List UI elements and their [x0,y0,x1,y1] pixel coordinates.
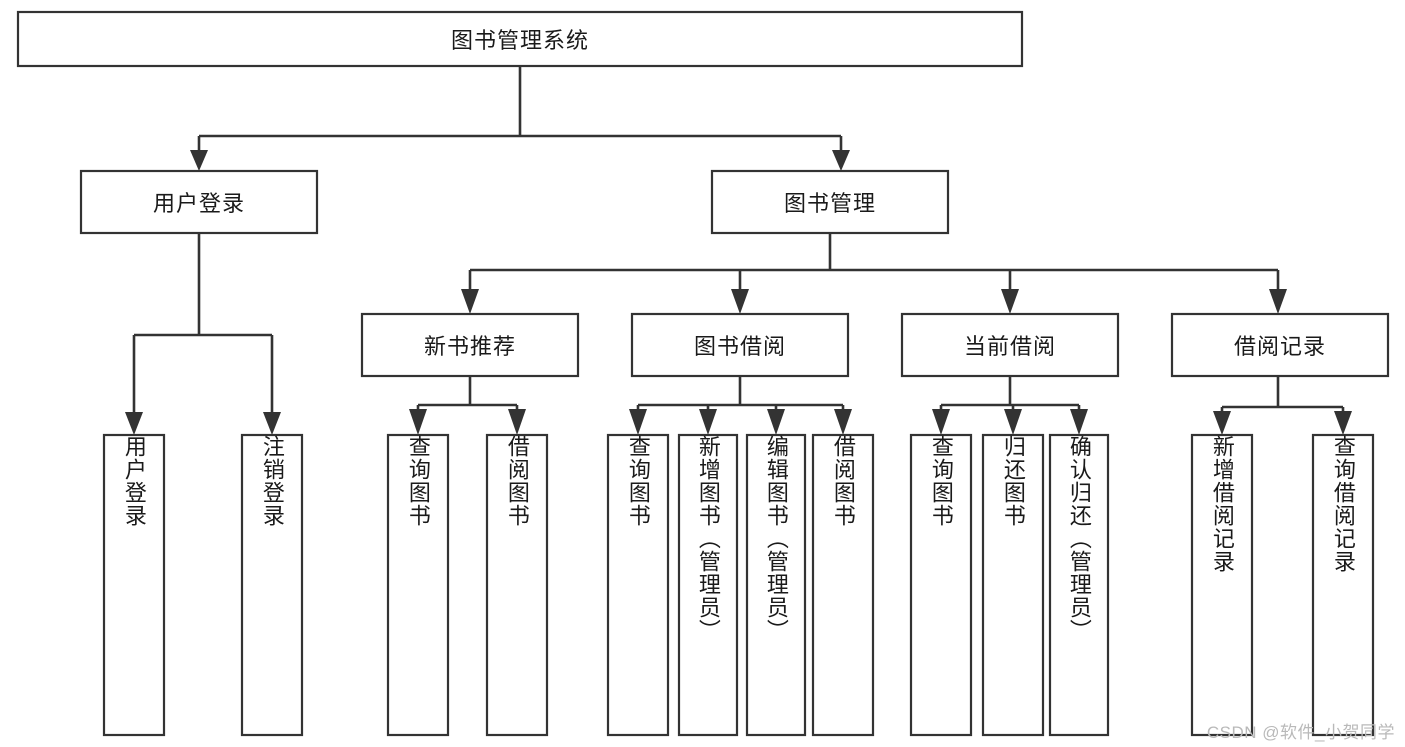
node-box-leaf-8[interactable] [909,433,973,737]
node-box-book-manage[interactable] [710,169,950,235]
node-box-leaf-12[interactable] [1311,433,1375,737]
node-box-leaf-2[interactable] [386,433,450,737]
node-box-leaf-6[interactable] [745,433,807,737]
arrow-head-user-login [190,150,208,171]
arrow-head-new-book-rec [461,289,479,314]
node-box-leaf-4[interactable] [606,433,670,737]
node-box-leaf-1[interactable] [240,433,304,737]
arrow-head-borrow-record [1269,289,1287,314]
arrow-head-borrow-query [629,409,647,435]
arrow-head-current-borrow [1001,289,1019,314]
arrow-head-current-query [932,409,950,435]
arrow-head-rec-borrow [508,409,526,435]
node-box-layer [16,10,1390,737]
connector-layer [125,66,1352,435]
arrow-head-borrow-edit [767,409,785,435]
node-box-leaf-5[interactable] [677,433,739,737]
node-box-leaf-10[interactable] [1048,433,1110,737]
node-box-leaf-3[interactable] [485,433,549,737]
node-box-leaf-9[interactable] [981,433,1045,737]
arrow-head-rec-query [409,409,427,435]
arrow-head-leaf-user-login [125,412,143,435]
node-box-current-borrow[interactable] [900,312,1120,378]
arrow-head-current-confirm [1070,409,1088,435]
arrow-head-record-query [1334,411,1352,435]
node-box-leaf-0[interactable] [102,433,166,737]
arrow-head-borrow-lend [834,409,852,435]
csdn-watermark: CSDN @软件_小贺同学 [1206,723,1395,742]
node-box-user-login[interactable] [79,169,319,235]
arrow-head-borrow-add [699,409,717,435]
node-box-borrow-record[interactable] [1170,312,1390,378]
node-box-book-borrow[interactable] [630,312,850,378]
arrow-head-book-borrow [731,289,749,314]
arrow-head-current-return [1004,409,1022,435]
node-box-root[interactable] [16,10,1024,68]
arrow-head-leaf-logout [263,412,281,435]
node-box-leaf-7[interactable] [811,433,875,737]
arrow-head-record-add [1213,411,1231,435]
arrow-head-book-manage [832,150,850,171]
node-box-new-book-recommend[interactable] [360,312,580,378]
node-box-leaf-11[interactable] [1190,433,1254,737]
